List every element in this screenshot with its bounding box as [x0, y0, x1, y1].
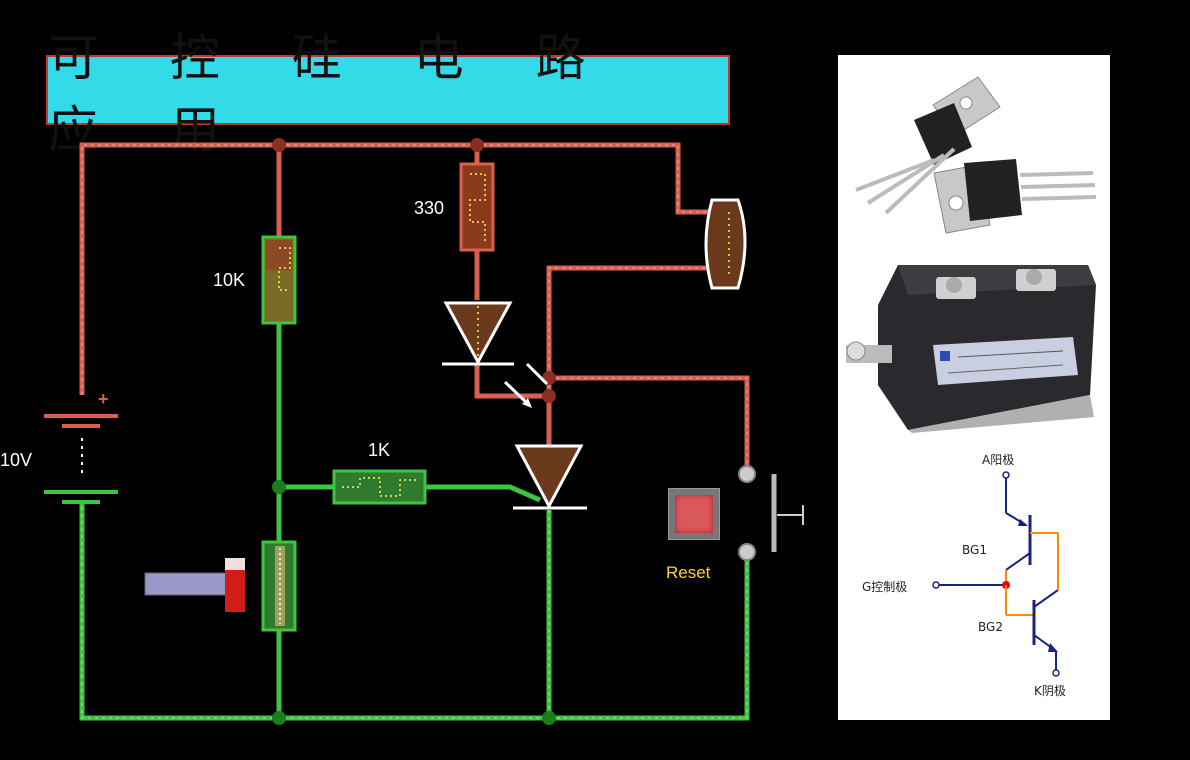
page-title-text: 可 控 硅 电 路 应 用 — [48, 29, 614, 159]
junction — [272, 480, 286, 494]
reset-switch[interactable] — [738, 465, 804, 561]
to220-photo-2 — [933, 159, 1097, 234]
led-light-arrow — [503, 380, 530, 406]
resistor-10k — [261, 235, 297, 325]
negative-wires — [79, 322, 750, 721]
schematic-gate-label: G控制极 — [862, 580, 908, 594]
page-title: 可 控 硅 电 路 应 用 — [46, 29, 730, 159]
battery-plus: + — [98, 389, 109, 409]
schematic-anode-label: A阳极 — [982, 453, 1015, 467]
schematic-bg2-label: BG2 — [978, 620, 1003, 634]
battery-symbol — [44, 414, 118, 504]
buzzer-symbol — [704, 198, 747, 290]
junction — [470, 138, 484, 152]
junction — [272, 711, 286, 725]
wire-bottom-rail — [79, 500, 750, 721]
led-symbol — [442, 301, 549, 408]
to220-photo-1 — [855, 76, 1001, 215]
wire-1k-gate — [425, 484, 541, 503]
resistor-10k-label: 10K — [213, 270, 246, 290]
positive-wire-highlights — [81, 144, 748, 470]
scr-symbol — [513, 444, 587, 510]
resistor-1k — [332, 469, 427, 505]
reset-button[interactable] — [668, 488, 720, 540]
positive-wires — [79, 142, 750, 470]
resistor-330-label: 330 — [414, 198, 445, 218]
scr-equivalent-schematic — [932, 471, 1060, 677]
light-source — [144, 558, 245, 612]
wire-led-scr — [474, 365, 552, 445]
resistor-1k-label: 1K — [368, 440, 391, 460]
reset-label: Reset — [666, 563, 711, 582]
reset-button-face[interactable] — [675, 495, 713, 533]
resistor-330 — [459, 162, 495, 252]
scr-photos — [846, 76, 1097, 677]
photoresistor — [261, 540, 297, 632]
wire-reset-feed — [549, 375, 750, 470]
junction — [272, 138, 286, 152]
battery-label: 10V — [0, 450, 33, 470]
junction — [542, 711, 556, 725]
junction — [542, 389, 556, 403]
component-photo-panel: A阳极 BG1 G控制极 BG2 K阴极 — [838, 55, 1110, 720]
schematic-bg1-label: BG1 — [962, 543, 987, 557]
schematic-cathode-label: K阴极 — [1034, 684, 1066, 698]
negative-wire-highlights — [81, 500, 748, 719]
scr-module-photo — [846, 265, 1096, 433]
junctions — [272, 138, 556, 725]
